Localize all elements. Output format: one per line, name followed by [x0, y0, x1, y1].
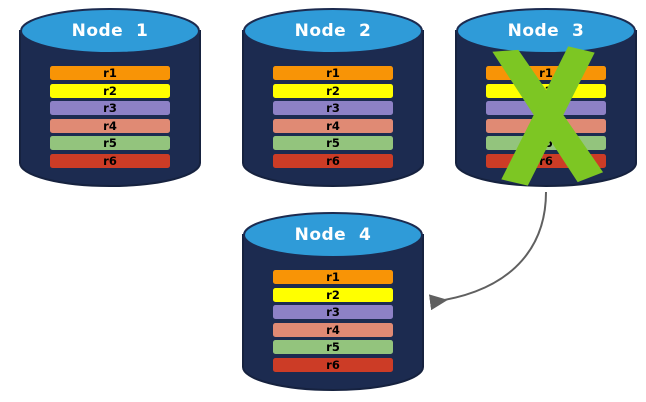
node-2-row-r5[interactable]: r5	[273, 136, 393, 150]
node-2-rows: r1 r2 r3 r4 r5 r6	[243, 8, 423, 186]
node-1-row-r4[interactable]: r4	[50, 118, 170, 133]
node-1-row-r5[interactable]: r5	[50, 136, 170, 150]
node-3-row-r4[interactable]: r4	[486, 118, 606, 133]
node-2-row-r2[interactable]: r2	[273, 83, 393, 98]
node-3-row-r6[interactable]: r6	[486, 153, 606, 168]
node-2-row-r4[interactable]: r4	[273, 118, 393, 133]
node-4-top-cap	[243, 212, 423, 258]
node-3-row-r5[interactable]: r5	[486, 136, 606, 150]
node-4-row-r2[interactable]: r2	[273, 287, 393, 302]
node-4-row-r5[interactable]: r5	[273, 340, 393, 354]
node-2-row-r3[interactable]: r3	[273, 101, 393, 115]
node-2-row-r1[interactable]: r1	[273, 66, 393, 80]
node-3-row-r1[interactable]: r1	[486, 66, 606, 80]
node-3-row-r3[interactable]: r3	[486, 101, 606, 115]
node-1-rows: r1 r2 r3 r4 r5 r6	[20, 8, 200, 186]
node-2-top-cap	[243, 8, 423, 54]
node-1-row-r1[interactable]: r1	[50, 66, 170, 80]
node-3-row-r2[interactable]: r2	[486, 83, 606, 98]
node-4-row-r3[interactable]: r3	[273, 305, 393, 319]
node-3-rows: r1 r2 r3 r4 r5 r6	[456, 8, 636, 186]
node-1-row-r2[interactable]: r2	[50, 83, 170, 98]
node-1-top-cap	[20, 8, 200, 54]
node-1-row-r3[interactable]: r3	[50, 101, 170, 115]
node-4-rows: r1 r2 r3 r4 r5 r6	[243, 212, 423, 390]
node-2-row-r6[interactable]: r6	[273, 153, 393, 168]
node-4-row-r6[interactable]: r6	[273, 357, 393, 372]
node-4-row-r4[interactable]: r4	[273, 322, 393, 337]
node-4-row-r1[interactable]: r1	[273, 270, 393, 284]
node-1-row-r6[interactable]: r6	[50, 153, 170, 168]
